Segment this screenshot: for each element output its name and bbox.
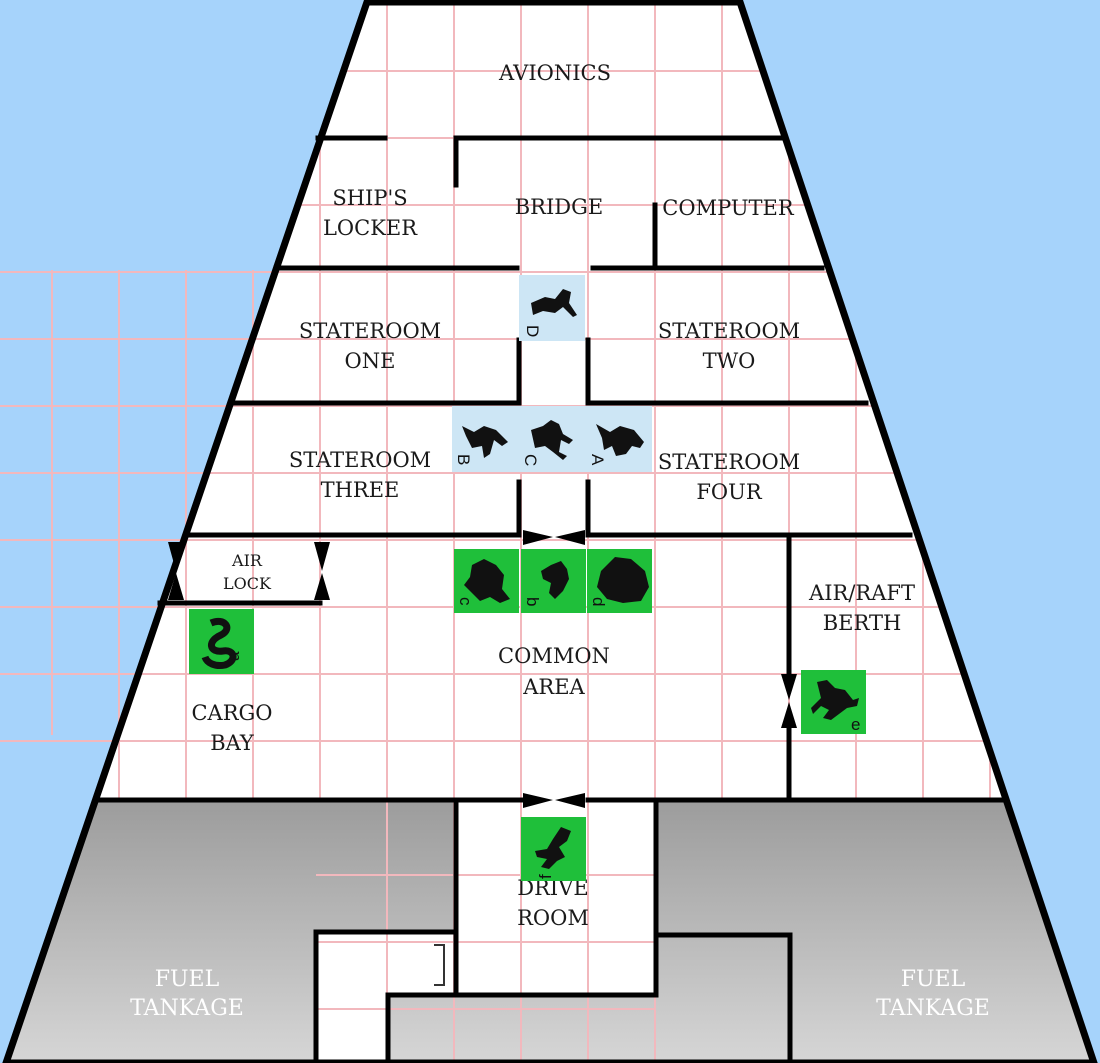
token-letter: a [224,651,243,661]
crew-token-a[interactable]: A [586,406,652,472]
label-cargo-bay: CARGO [191,701,272,725]
token-letter: f [536,874,555,879]
ladder-bracket [434,944,445,986]
label-common-area: AREA [522,675,585,699]
token-letter: e [851,715,860,734]
label-computer: COMPUTER [662,196,795,220]
crew-figure-icon [596,424,644,456]
crew-figure-icon [462,426,508,458]
door-airlock-outer[interactable] [168,542,184,600]
door-air-raft-berth[interactable] [781,674,797,728]
label-air-lock: LOCK [223,574,272,593]
label-stateroom-two: TWO [703,349,756,373]
alien-token-f[interactable]: f [521,817,586,881]
alien-token-e[interactable]: e [801,670,866,734]
crew-token-c[interactable]: C [519,406,586,472]
token-letter: D [523,325,542,337]
corridor-floor [316,995,388,1063]
tentacled-alien-icon [464,559,510,603]
crew-token-b[interactable]: B [452,406,519,472]
crew-token-d[interactable]: D [519,275,585,341]
door-common-area[interactable] [523,530,585,545]
token-letter: c [456,597,475,606]
alien-token-a[interactable]: a [189,609,254,674]
token-letter: A [588,454,607,466]
room-labels: AVIONICS SHIP'S LOCKER BRIDGE COMPUTER S… [130,61,990,1021]
label-ships-locker: SHIP'S [332,186,407,210]
label-stateroom-three: THREE [321,478,400,502]
label-stateroom-four: STATEROOM [658,450,800,474]
alien-token-c[interactable]: c [454,549,519,613]
label-air-raft-berth: AIR/RAFT [808,581,915,605]
walls [95,135,1007,1063]
insectoid-alien-icon [541,561,569,599]
token-letter: d [589,597,608,606]
label-stateroom-three: STATEROOM [289,448,431,472]
token-letter: B [454,454,473,465]
label-stateroom-one: STATEROOM [299,319,441,343]
label-avionics: AVIONICS [498,61,611,85]
hulking-alien-icon [597,557,649,603]
label-fuel-right: TANKAGE [876,996,990,1021]
label-common-area: COMMON [498,644,610,668]
token-letter: b [523,597,542,606]
serpent-alien-icon [201,618,237,669]
label-stateroom-four: FOUR [696,480,762,504]
label-fuel-left: TANKAGE [130,996,244,1021]
label-ships-locker: LOCKER [323,216,418,240]
token-letter: C [521,454,540,466]
door-drive-room[interactable] [523,793,585,808]
spider-alien-icon [811,680,859,720]
label-fuel-left: FUEL [155,967,220,992]
label-stateroom-two: STATEROOM [658,319,800,343]
crew-figure-icon [531,420,573,460]
door-airlock-inner[interactable] [314,542,330,600]
alien-token-b[interactable]: b [521,549,586,613]
label-bridge: BRIDGE [515,195,603,219]
label-fuel-right: FUEL [901,967,966,992]
label-air-lock: AIR [231,551,263,570]
doors [168,530,797,808]
crew-figure-icon [531,289,577,317]
alien-token-d[interactable]: d [587,549,652,613]
label-stateroom-one: ONE [345,349,396,373]
label-air-raft-berth: BERTH [823,611,902,635]
label-cargo-bay: BAY [210,731,255,755]
leaping-alien-icon [535,827,571,869]
label-drive-room: ROOM [517,906,589,930]
